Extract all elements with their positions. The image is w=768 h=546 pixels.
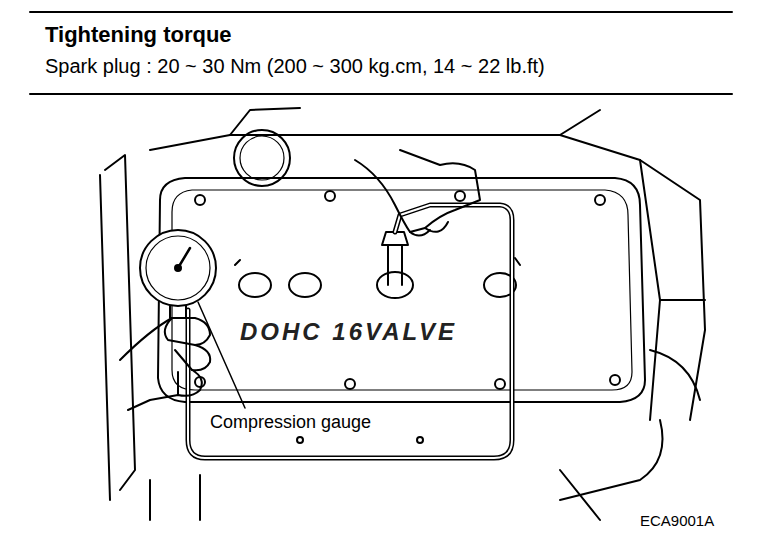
part-label: Compression gauge	[208, 412, 373, 433]
heading: Tightening torque	[45, 22, 232, 48]
cover-lettering: DOHC 16VALVE	[240, 318, 457, 346]
torque-spec: Spark plug : 20 ~ 30 Nm (200 ~ 300 kg.cm…	[45, 55, 545, 78]
figure-code: ECA9001A	[640, 512, 714, 529]
